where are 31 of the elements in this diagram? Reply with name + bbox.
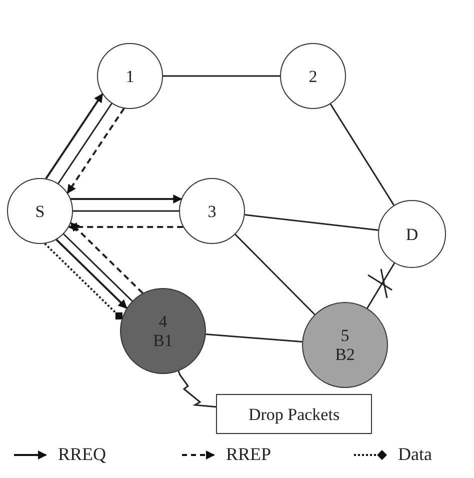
- node-label: 2: [308, 66, 318, 86]
- legend-label: RREP: [226, 444, 272, 465]
- node-label: 4: [158, 312, 168, 331]
- node-label: 3: [208, 202, 216, 220]
- arrow: [45, 93, 104, 180]
- node-label: 5: [340, 326, 350, 345]
- arrow: [70, 222, 144, 294]
- legend-label: Data: [398, 444, 432, 465]
- link-line: [163, 75, 280, 77]
- callout-box: [216, 394, 372, 434]
- link-line: [330, 104, 395, 206]
- node-label: D: [406, 224, 418, 244]
- node-label: B1: [153, 331, 173, 350]
- node-label: Drop Packets: [248, 404, 340, 424]
- node-label: S: [35, 202, 45, 220]
- link-line: [73, 210, 179, 212]
- node-label: 1: [126, 66, 134, 86]
- node-circle: [7, 178, 73, 244]
- legend-label: RREQ: [58, 444, 106, 465]
- broken-link-line: [366, 262, 396, 309]
- arrow: [68, 222, 184, 232]
- link-line: [234, 234, 316, 316]
- link-line: [244, 214, 378, 231]
- node-label: B2: [335, 345, 355, 364]
- link-line: [206, 334, 302, 342]
- link-line: [58, 103, 112, 184]
- arrow: [56, 238, 128, 309]
- arrow: [66, 108, 125, 194]
- arrow: [70, 194, 182, 204]
- lightning-line: [178, 370, 216, 408]
- link-line: [63, 233, 133, 302]
